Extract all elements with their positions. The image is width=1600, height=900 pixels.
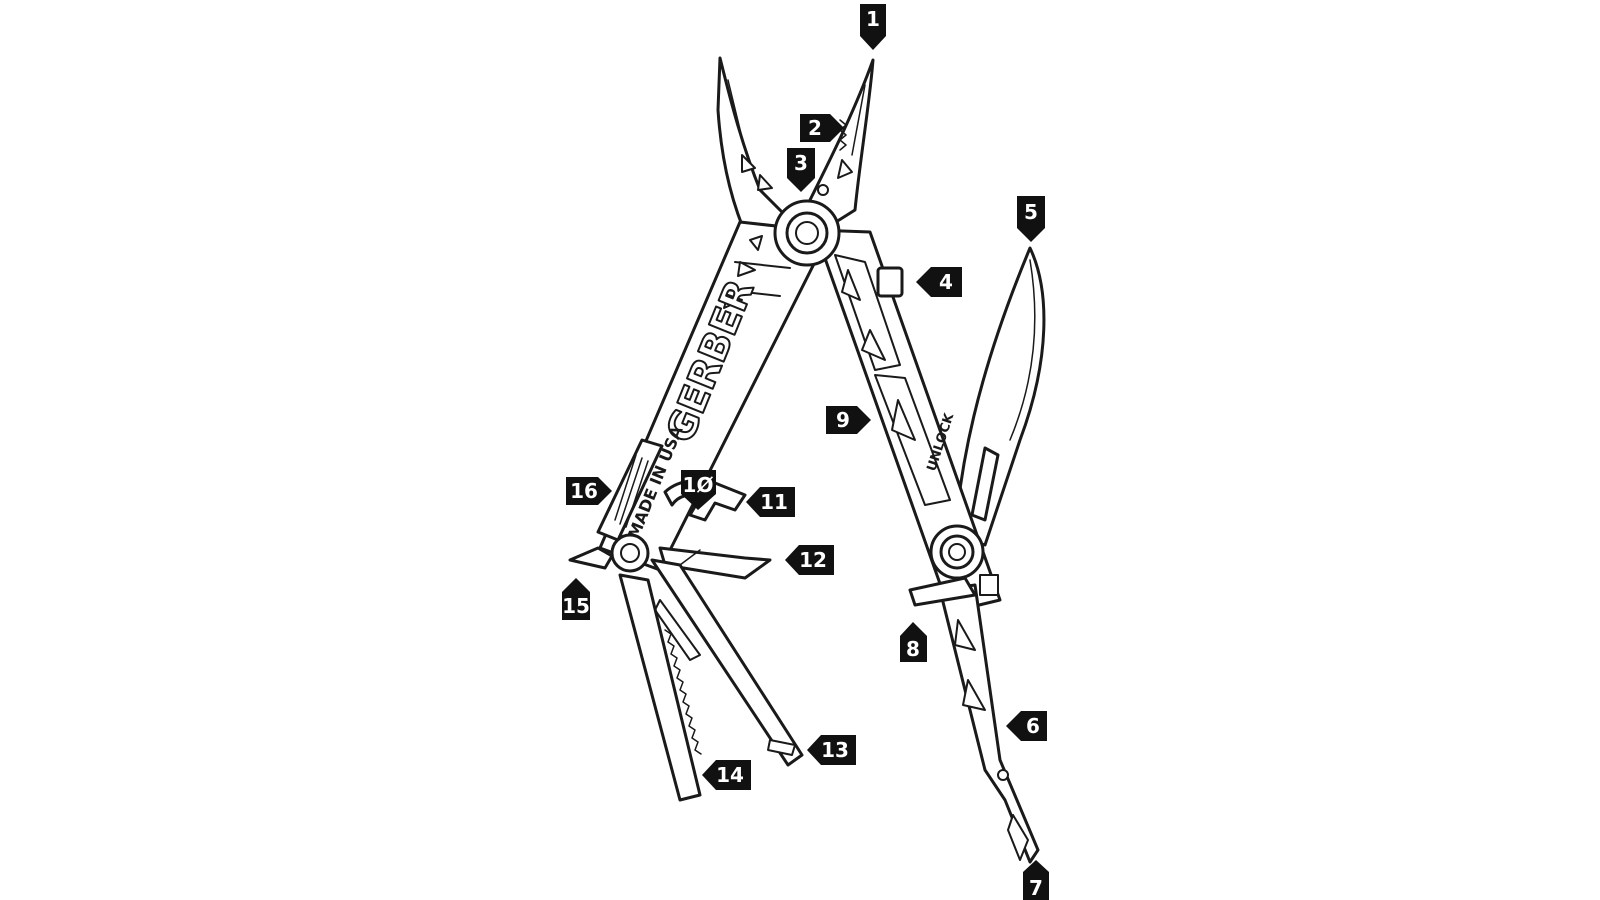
callout-13: 13 [807,735,856,765]
right-handle: UNLOCK [813,228,1040,864]
callout-6: 6 [1006,711,1047,741]
callout-2-label: 2 [808,116,822,140]
callout-5: 5 [1017,196,1045,242]
callout-16-label: 16 [570,479,598,503]
callout-12-label: 12 [799,548,827,572]
callout-16: 16 [566,477,612,505]
callout-10-label: 1Ø [683,473,714,497]
callout-10: 1Ø [681,470,716,510]
pliers-jaws [716,56,875,242]
callout-7-label: 7 [1029,876,1043,900]
callout-14-label: 14 [716,763,744,787]
callout-1-label: 1 [866,7,880,31]
callout-1: 1 [860,4,886,50]
callout-8: 8 [900,622,927,662]
callout-14: 14 [702,760,751,790]
callout-4: 4 [916,267,962,297]
lock-button [876,266,904,298]
callout-13-label: 13 [821,738,849,762]
callout-2: 2 [800,114,844,142]
callout-7: 7 [1023,860,1049,900]
callout-6-label: 6 [1026,714,1040,738]
callout-3: 3 [787,148,815,192]
callout-3-label: 3 [794,151,808,175]
callout-9: 9 [826,406,871,434]
callout-12: 12 [785,545,834,575]
callout-5-label: 5 [1024,200,1038,224]
callout-9-label: 9 [836,408,850,432]
callout-15: 15 [562,578,590,620]
left-handle: GERBER MADE IN USA [596,199,841,573]
callout-11: 11 [746,487,795,517]
callout-8-label: 8 [906,637,920,661]
callouts: 1 2 3 4 5 6 7 8 [562,4,1049,900]
callout-4-label: 4 [939,270,953,294]
callout-11-label: 11 [760,490,788,514]
callout-15-label: 15 [562,594,590,618]
knife-blade [953,246,1046,547]
